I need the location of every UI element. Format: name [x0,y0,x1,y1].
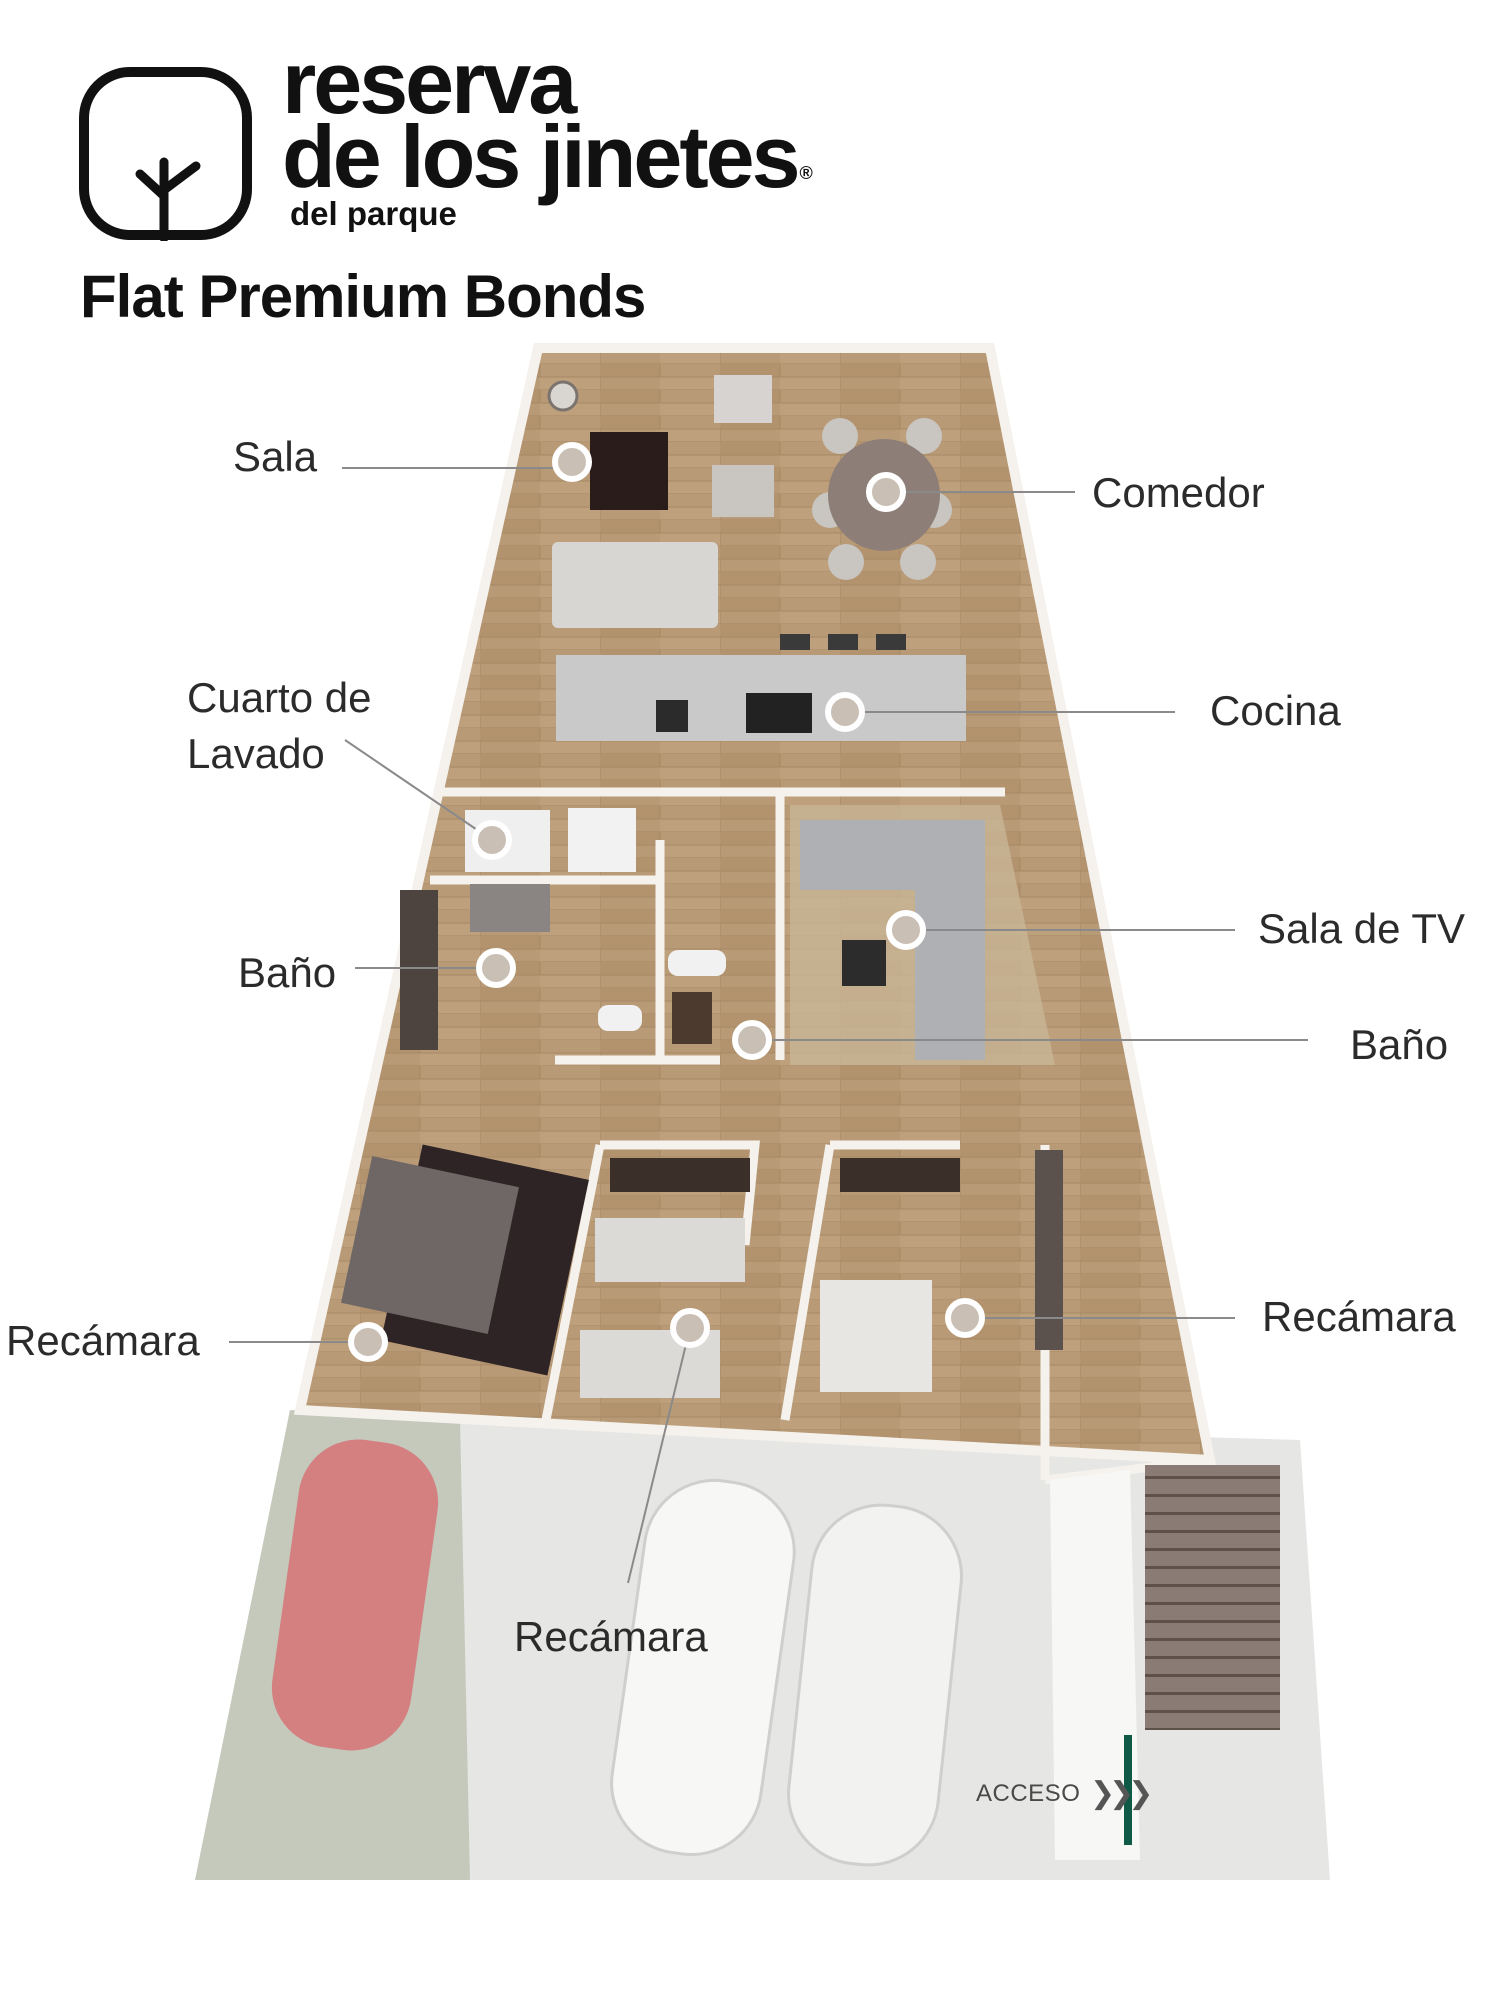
label-recamara-center: Recámara [514,1613,708,1660]
label-lavado-line1: Cuarto de [187,674,372,721]
tv-ottoman [842,940,886,986]
marker-cocina [825,692,865,732]
stairs [1145,1465,1280,1730]
marker-lavado [472,820,512,860]
marker-bano-left [476,948,516,988]
label-cuarto-lavado: Cuarto de Lavado [187,670,407,782]
marker-recamara-center [670,1308,710,1348]
bed-right [820,1280,932,1392]
sink [656,700,688,732]
label-cocina: Cocina [1210,687,1341,734]
dryer [568,808,636,872]
access-label: ACCESO [976,1780,1081,1807]
toilet-left [598,1005,642,1031]
vanity [470,884,550,932]
label-comedor: Comedor [1092,469,1265,516]
car-white-right [787,1503,963,1867]
room-markers [348,442,985,1362]
label-bano-right: Baño [1350,1021,1449,1068]
shoe-rack [400,890,438,1050]
car-white-left [610,1478,796,1857]
marker-recamara-right [945,1298,985,1338]
registered-mark: ® [799,163,813,183]
access-arrow-icon: ❯❯❯ [1090,1777,1153,1810]
sectional-sofa [800,820,985,1060]
label-sala: Sala [233,433,318,480]
brand-line-3: del parque [290,195,457,232]
toilet-right [668,950,726,976]
marker-bano-right [732,1020,772,1060]
marker-recamara-left [348,1322,388,1362]
bookshelf-right [840,1158,960,1192]
master-bed [341,1156,519,1334]
leader-lines [229,467,1308,1584]
label-lavado-line2: Lavado [187,730,325,777]
access-door [1124,1735,1132,1845]
wardrobe-right [1035,1150,1063,1350]
car-red [271,1439,439,1751]
armchair-top [714,375,772,423]
unit-title: Flat Premium Bonds [80,263,646,330]
cooktop [746,693,812,733]
access-path [1050,1470,1140,1860]
tree-sprout-icon [79,67,252,241]
sink-cabinet [672,992,712,1044]
brand-name: de los jinetes [282,107,801,206]
label-recamara-right: Recámara [1262,1293,1456,1340]
marker-sala-tv [886,910,926,950]
coffee-table [590,432,668,510]
label-bano-left: Baño [238,949,337,996]
brand-line-1: reserva [282,33,577,132]
sofa [552,542,718,628]
label-sala-tv: Sala de TV [1258,905,1466,952]
armchair-bottom [712,465,774,517]
brand-wordmark: reserva de los jinetes® del parque [282,33,813,234]
label-recamara-left: Recámara [6,1317,200,1364]
brand-line-2: de los jinetes® [282,113,813,201]
marker-comedor [866,472,906,512]
bar-stools [780,634,906,650]
marker-sala [552,442,592,482]
bed-center-top [595,1218,745,1282]
side-lamp [547,380,579,412]
bookshelf-center [610,1158,750,1192]
interior-walls [430,787,1211,1485]
